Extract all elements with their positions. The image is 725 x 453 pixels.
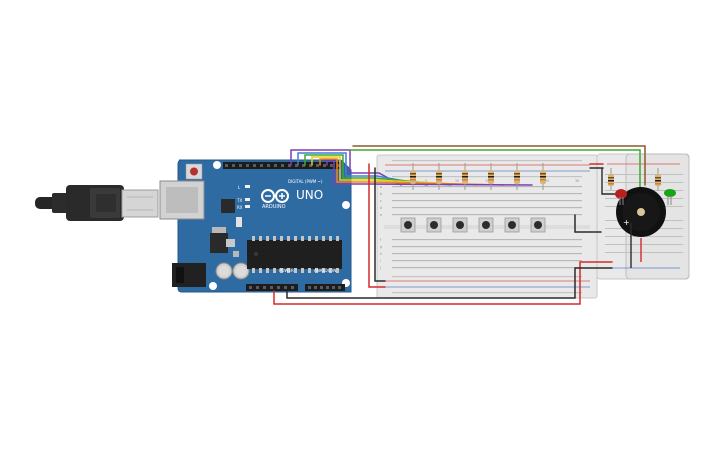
analog-header — [305, 284, 345, 291]
push-buttons[interactable] — [400, 217, 546, 233]
svg-text:f: f — [380, 238, 382, 242]
resistor-4 — [488, 163, 494, 190]
arduino-logo — [261, 189, 289, 203]
resistors — [410, 163, 546, 190]
reset-button[interactable] — [185, 163, 203, 180]
chip-pins-top — [252, 236, 339, 241]
resistor-2 — [436, 163, 442, 190]
analog-label: ANALOG IN — [314, 268, 336, 273]
arduino-model: UNO — [296, 188, 323, 202]
arduino-brand: ARDUINO — [262, 204, 286, 210]
breadboard-power-rail-holes — [392, 160, 582, 294]
label-tx: TX — [236, 198, 242, 203]
chip-pins-bottom — [252, 268, 339, 273]
breadboard-rows-top — [392, 186, 582, 216]
buzzer[interactable]: + — [616, 187, 666, 237]
push-button-1[interactable] — [400, 217, 416, 233]
arduino-uno-board[interactable]: DIGITAL (PWM ~) ARDUINO UNO L TX RX — [159, 159, 352, 293]
power-header-pins — [249, 286, 294, 289]
signal-wires[interactable] — [290, 149, 533, 186]
svg-text:c: c — [380, 199, 382, 203]
buzzer-plus-label: + — [623, 218, 630, 227]
small-resistor-right — [655, 168, 661, 191]
push-button-2[interactable] — [426, 217, 442, 233]
resistor-1 — [410, 163, 416, 190]
usb-cable[interactable] — [35, 185, 159, 221]
push-button-6[interactable] — [530, 217, 546, 233]
power-label: POWER — [279, 268, 294, 273]
breadboard-rows-bottom — [392, 239, 582, 269]
label-rx: RX — [237, 205, 243, 210]
resistor-5 — [514, 163, 520, 190]
power-jack — [172, 263, 206, 287]
red-led[interactable] — [615, 189, 627, 205]
svg-text:a: a — [380, 185, 382, 189]
digital-header-label: DIGITAL (PWM ~) — [288, 179, 323, 184]
small-resistor-left — [608, 168, 614, 190]
resistor-3 — [462, 163, 468, 190]
svg-text:b: b — [380, 192, 382, 196]
push-button-3[interactable] — [452, 217, 468, 233]
digital-header-pins — [225, 164, 340, 167]
svg-text:i: i — [380, 259, 381, 263]
small-breadboard-wires[interactable] — [601, 168, 642, 268]
resistor-6 — [540, 163, 546, 190]
svg-text:30: 30 — [575, 179, 579, 183]
breadboard-row-letters: a b c d e f g h i j — [379, 185, 382, 270]
capacitors — [215, 262, 250, 280]
analog-header-pins — [308, 286, 341, 289]
green-led[interactable] — [664, 189, 676, 205]
push-button-4[interactable] — [478, 217, 494, 233]
svg-text:e: e — [380, 213, 382, 217]
svg-text:j: j — [379, 266, 381, 270]
atmega-chip — [247, 240, 342, 269]
usb-chip — [221, 199, 235, 213]
svg-text:15: 15 — [485, 179, 489, 183]
svg-text:h: h — [380, 252, 382, 256]
svg-text:d: d — [380, 206, 382, 210]
label-l: L — [238, 185, 241, 190]
svg-text:25: 25 — [545, 179, 549, 183]
svg-text:10: 10 — [455, 179, 459, 183]
svg-text:5: 5 — [425, 179, 427, 183]
push-button-5[interactable] — [504, 217, 520, 233]
voltage-regulator — [210, 233, 228, 253]
svg-text:g: g — [380, 245, 382, 249]
power-wires[interactable] — [273, 145, 646, 305]
